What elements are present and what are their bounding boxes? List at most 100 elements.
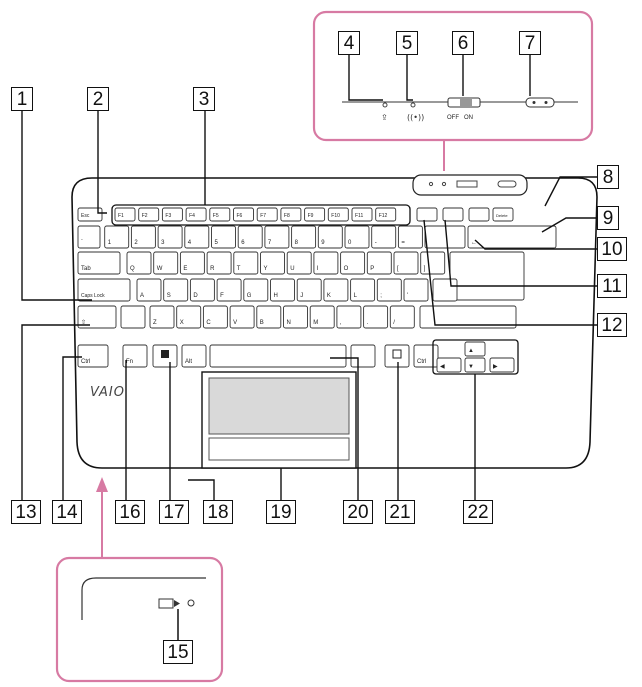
function-key-7-label: F7 xyxy=(260,213,266,219)
number-key---label: - xyxy=(375,240,377,246)
function-key-9 xyxy=(304,207,326,222)
number-key-7-label: 7 xyxy=(268,240,272,246)
charge-port-icon xyxy=(158,598,174,609)
left-arrow-key xyxy=(436,357,462,373)
letter-key-Y xyxy=(260,251,285,275)
letter-key-M-label: M xyxy=(313,320,318,326)
letter-key-Q xyxy=(126,251,152,275)
number-key-2-label: 2 xyxy=(134,240,138,246)
leader-2 xyxy=(97,111,107,214)
indicator-detail-frame xyxy=(312,10,594,142)
number-key-9 xyxy=(317,225,343,249)
letter-key-X xyxy=(176,305,202,329)
esc-key-label: Esc xyxy=(81,213,90,219)
callout-14: 14 xyxy=(52,500,82,524)
callout-13: 13 xyxy=(11,500,41,524)
letter-key-] xyxy=(420,251,446,275)
function-key-1 xyxy=(114,207,136,222)
function-keys-group xyxy=(111,204,411,226)
letter-key-Y-label: Y xyxy=(264,266,268,272)
letter-key-H-label: H xyxy=(274,293,278,299)
up-arrow-key-label: ▲ xyxy=(468,348,474,354)
wireless-indicator xyxy=(410,102,416,108)
number-key-3-label: 3 xyxy=(161,240,165,246)
number-key-1-label: 1 xyxy=(108,240,112,246)
alt-key-label: Alt xyxy=(185,359,192,365)
number-key-9-label: 9 xyxy=(321,240,325,246)
function-key-7 xyxy=(256,207,278,222)
number-key-= xyxy=(397,225,423,249)
callout-2: 2 xyxy=(87,87,109,111)
callout-1: 1 xyxy=(11,87,33,111)
backtick-key-label: ` xyxy=(81,240,83,246)
leader-14 xyxy=(62,356,82,500)
number-key-=-label: = xyxy=(401,240,405,246)
switch-on-label: ON xyxy=(464,115,473,121)
function-key-4-label: F4 xyxy=(189,213,195,219)
letter-key-P-label: P xyxy=(370,266,374,272)
letter-key-L-label: L xyxy=(354,293,358,299)
letter-key-B xyxy=(256,305,282,329)
letter-key-Z-label: Z xyxy=(153,320,157,326)
callout-4: 4 xyxy=(338,31,360,55)
leader-20 xyxy=(330,357,359,500)
letter-key-Z xyxy=(149,305,175,329)
number-key-0 xyxy=(344,225,370,249)
side-edge-outline xyxy=(81,577,206,620)
letter-key-. xyxy=(363,305,389,329)
letter-key-D-label: D xyxy=(193,293,198,299)
letter-key-N-label: N xyxy=(287,320,291,326)
callout-19: 19 xyxy=(266,500,296,524)
leader-5 xyxy=(406,55,413,101)
backtick-key xyxy=(77,225,101,249)
down-arrow-key xyxy=(464,357,486,373)
number-key-4-label: 4 xyxy=(188,240,192,246)
callout-21: 21 xyxy=(385,500,415,524)
enter-key xyxy=(449,251,525,301)
leader-11 xyxy=(444,219,597,287)
letter-key-V xyxy=(229,305,255,329)
right-arrow-key xyxy=(489,357,515,373)
callout-11: 11 xyxy=(597,274,627,298)
tab-key xyxy=(77,251,121,275)
callout-3: 3 xyxy=(193,87,215,111)
function-key-2 xyxy=(138,207,160,222)
letter-key-K xyxy=(323,278,349,302)
letter-key-B-label: B xyxy=(260,320,264,326)
function-key-10-label: F10 xyxy=(331,213,340,219)
number-key-7 xyxy=(264,225,290,249)
charge-indicator xyxy=(187,599,195,607)
letter-key-T xyxy=(233,251,259,275)
letter-key-A xyxy=(136,278,162,302)
wireless-icon: ((•)) xyxy=(407,113,424,122)
letter-key-R-label: R xyxy=(210,266,215,272)
left-shift-key xyxy=(77,305,117,329)
backslash-key xyxy=(120,305,146,329)
power-switch-knob xyxy=(460,99,472,106)
screen-key xyxy=(416,207,438,222)
callout-17: 17 xyxy=(159,500,189,524)
caps-lock-key-label: Caps Lock xyxy=(81,293,105,299)
number-key-6 xyxy=(237,225,263,249)
home-key xyxy=(468,207,490,222)
alt-key xyxy=(181,344,207,368)
strip-button xyxy=(497,180,517,188)
letter-key-E-label: E xyxy=(183,266,187,272)
letter-key-I xyxy=(313,251,339,275)
function-key-11 xyxy=(351,207,373,222)
letter-key-G xyxy=(243,278,269,302)
backspace-key-label: ← xyxy=(471,240,477,246)
letter-key-, xyxy=(336,305,362,329)
function-key-5-label: F5 xyxy=(213,213,219,219)
letter-key-F xyxy=(216,278,242,302)
caps-lock-icon: ⇪ xyxy=(381,113,388,122)
callout-15: 15 xyxy=(163,640,193,664)
letter-key-J-label: J xyxy=(300,293,303,299)
callout-20: 20 xyxy=(343,500,373,524)
letter-key-T-label: T xyxy=(237,266,241,272)
pairing-dot xyxy=(544,101,548,104)
letter-key-[-label: [ xyxy=(397,266,399,272)
letter-key-R xyxy=(206,251,232,275)
number-key-0-label: 0 xyxy=(348,240,352,246)
